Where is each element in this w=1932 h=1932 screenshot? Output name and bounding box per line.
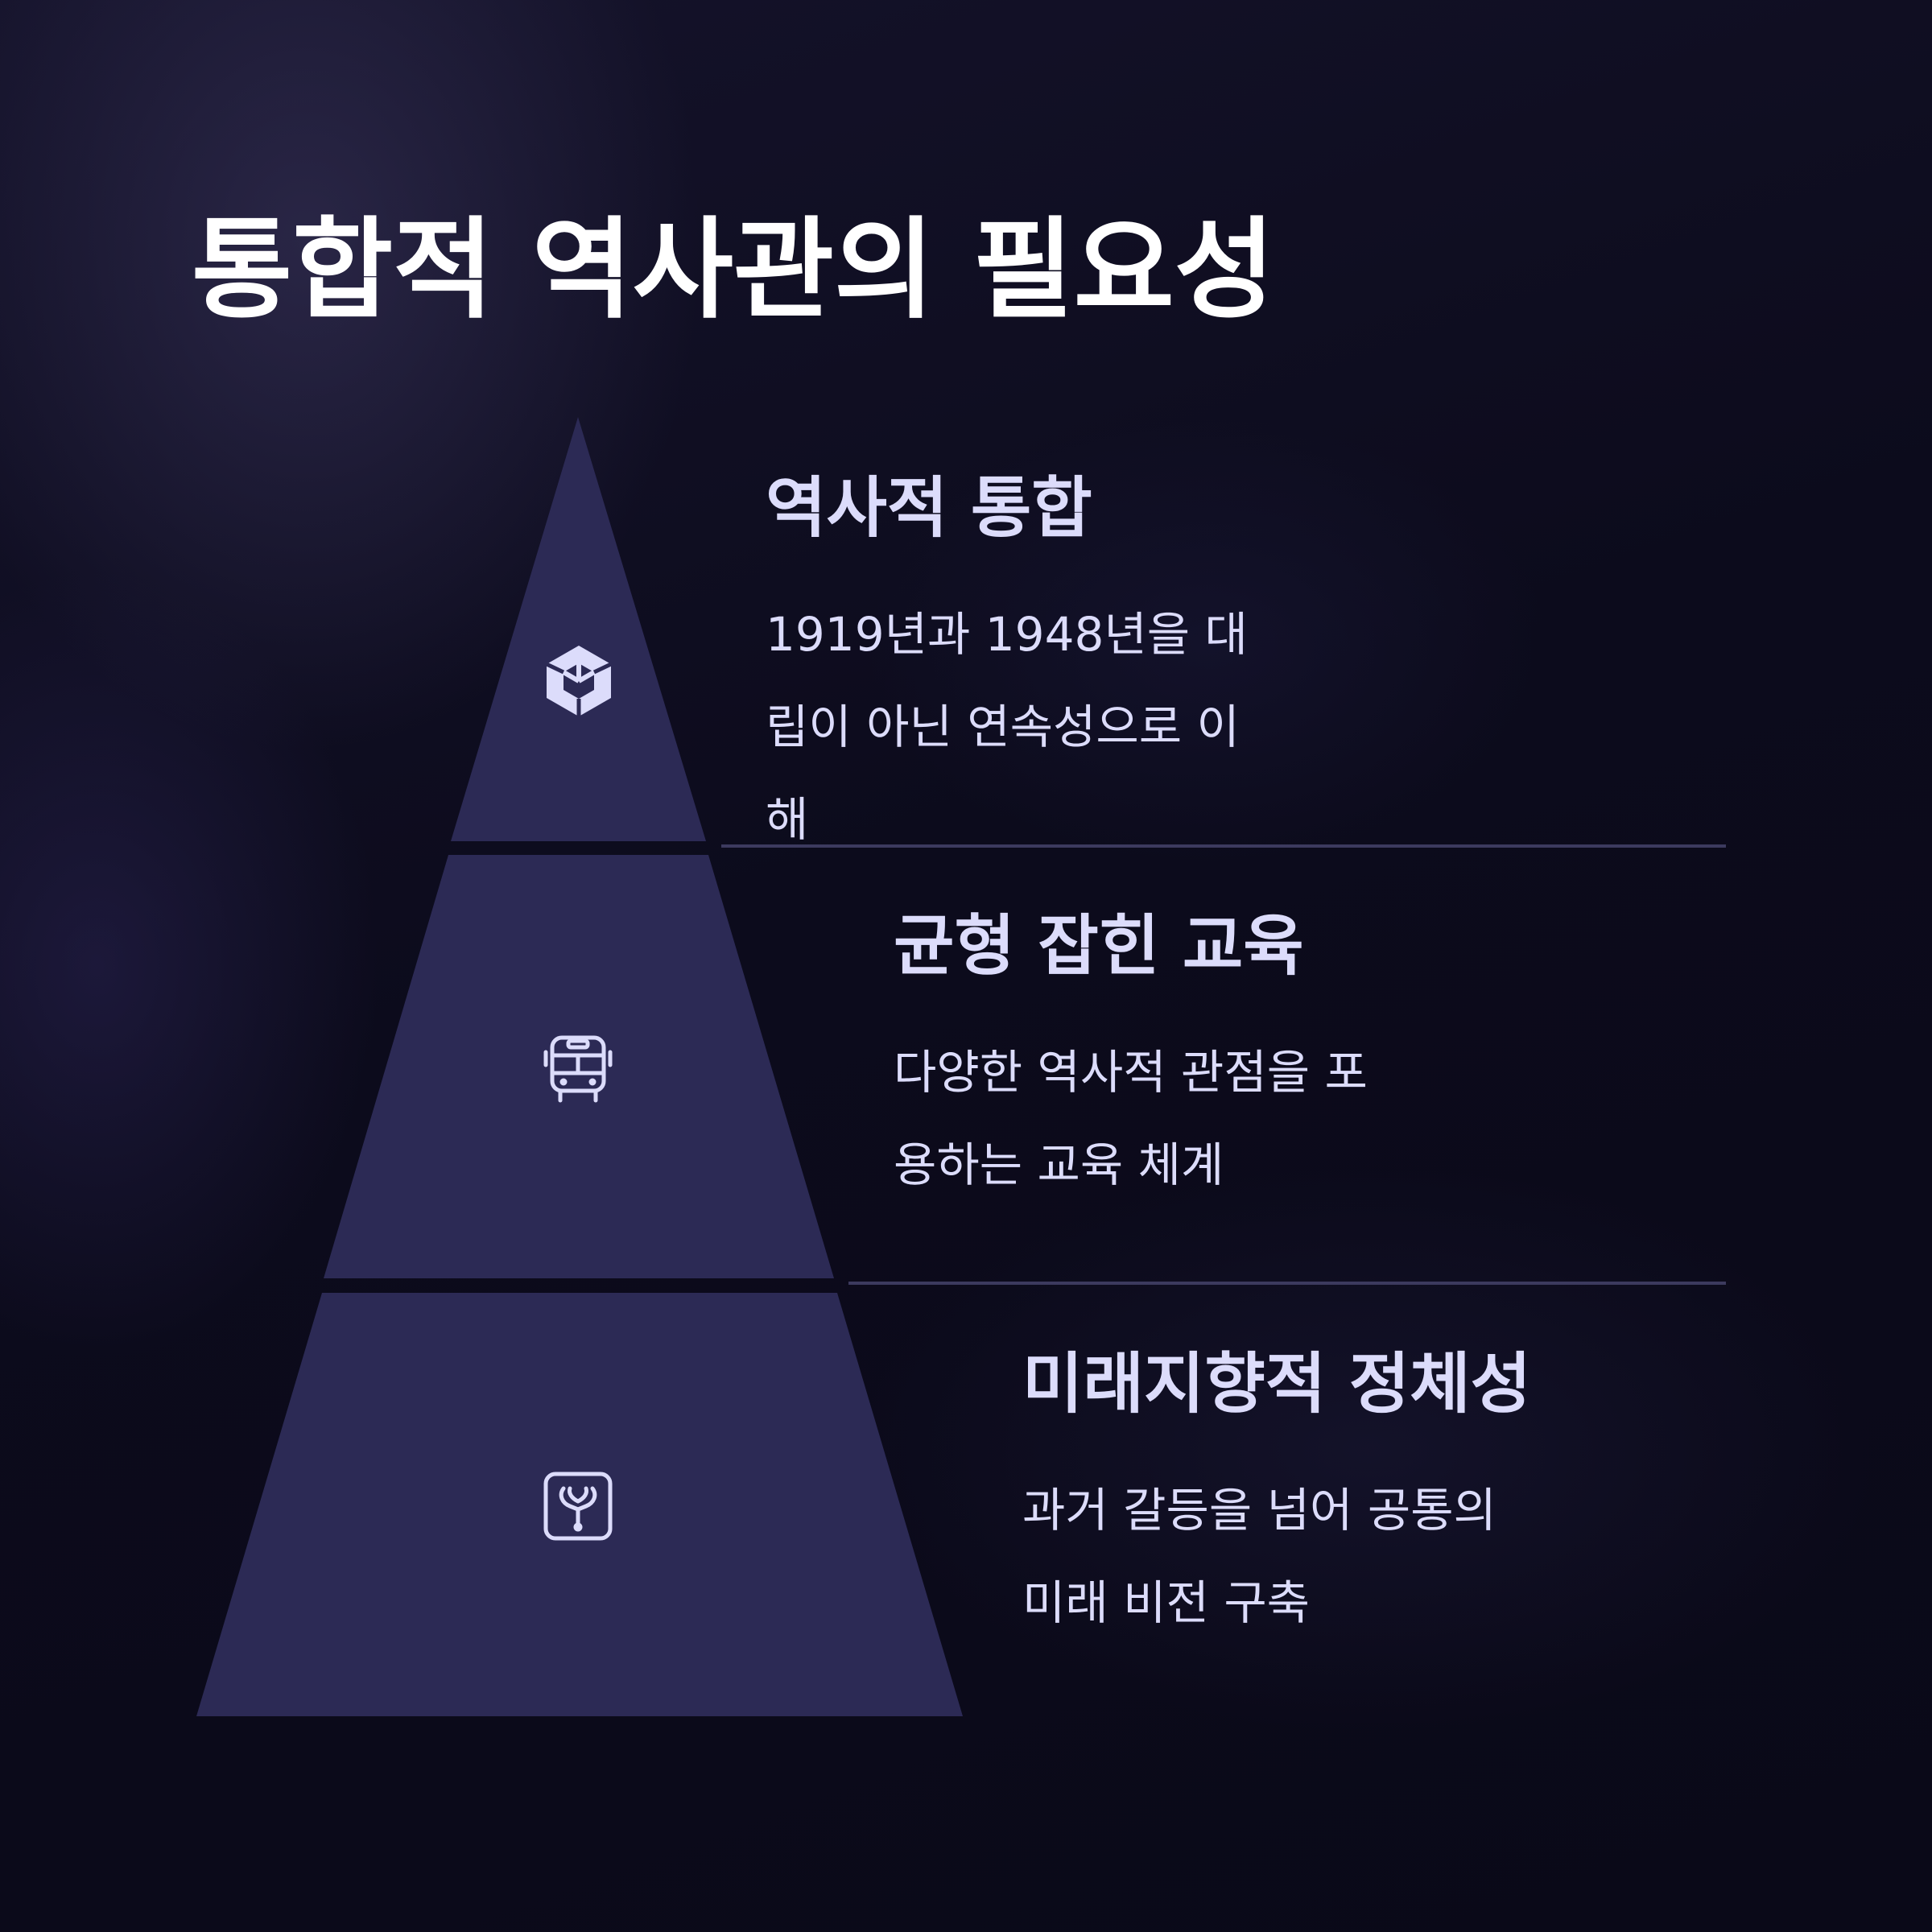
- divider-1: [721, 844, 1726, 848]
- pyramid-tier-bottom: [196, 1293, 963, 1716]
- bus-icon: [541, 1031, 615, 1105]
- tier-1-text: 역사적 통합 1919년과 1948년을 대립이 아닌 연속성으로 이해: [766, 470, 1265, 866]
- tier-2-text: 균형 잡힌 교육 다양한 역사적 관점을 포용하는 교육 체계: [894, 908, 1393, 1212]
- tier-3-description: 과거 갈등을 넘어 공통의 미래 비전 구축: [1022, 1483, 1496, 1631]
- pyramid-tier-top: [451, 417, 706, 841]
- tier-2-description: 다양한 역사적 관점을 포용하는 교육 체계: [894, 1045, 1368, 1193]
- tier-3-heading: 미래지향적 정체성: [1022, 1346, 1532, 1422]
- tier-3-text: 미래지향적 정체성 과거 갈등을 넘어 공통의 미래 비전 구축: [1022, 1346, 1532, 1649]
- merge-icon: [541, 1469, 615, 1543]
- cube-icon: [542, 644, 616, 718]
- divider-2: [848, 1282, 1726, 1285]
- tier-1-heading: 역사적 통합: [766, 470, 1092, 547]
- tier-2-heading: 균형 잡힌 교육: [894, 908, 1304, 985]
- page-title: 통합적 역사관의 필요성: [192, 207, 1275, 334]
- tier-1-description: 1919년과 1948년을 대립이 아닌 연속성으로 이해: [766, 607, 1248, 848]
